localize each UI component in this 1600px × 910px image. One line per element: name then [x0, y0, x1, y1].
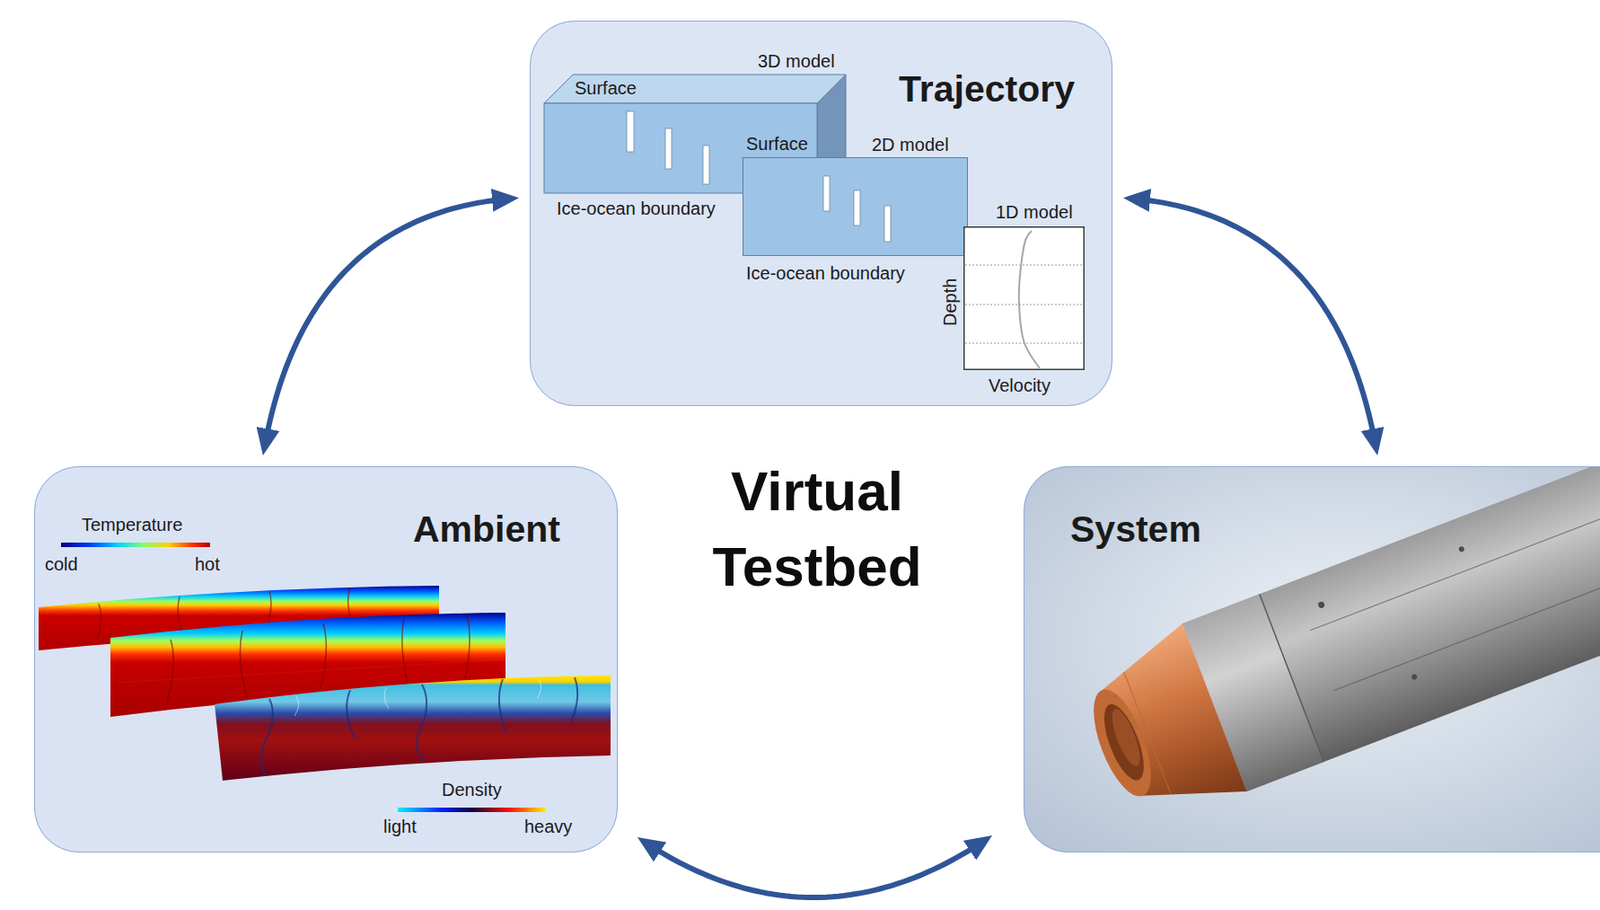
text-slot: 2D model [871, 134, 950, 156]
text-slot: Ambient [413, 508, 561, 551]
profile-plot: 1D modelDepthVelocity [963, 226, 1085, 370]
text-slot: Depth [926, 291, 975, 313]
axis-label: Depth [940, 278, 961, 326]
model-label: 1D model [995, 202, 1073, 223]
text-slot: cold [44, 553, 79, 575]
text-slot: light [383, 816, 417, 837]
text-slot: heavy [524, 816, 572, 837]
double-arrow [1136, 199, 1375, 443]
colour-bar-title: Temperature [81, 514, 183, 536]
face-label: Surface [746, 133, 809, 155]
diagram-title: Virtual Testbed [682, 453, 952, 605]
panel-title: Trajectory [898, 68, 1075, 111]
panel-ground [34, 465, 618, 853]
panel-ground [529, 20, 1113, 406]
text-slot: Surface [746, 133, 809, 155]
simulation-strip [214, 675, 611, 781]
text-slot: Density [441, 779, 502, 800]
profile-plot-outline [963, 226, 1085, 370]
model-box-outline [742, 157, 968, 256]
face-label: Surface [574, 78, 637, 99]
probe-illustration [1070, 465, 1600, 835]
text-slot: Temperature [81, 514, 183, 536]
boundary-label: Ice-ocean boundary [556, 198, 716, 220]
model-label: 2D model [871, 134, 950, 156]
panel-box: Trajectory 3D modelSurfaceIce-ocean bound… [529, 20, 1113, 406]
model-label: 3D model [757, 51, 836, 72]
model-box: Surface2D modelIce-ocean boundary [742, 157, 968, 256]
panel-box: System [1023, 465, 1600, 853]
text-slot: 1D model [995, 202, 1073, 223]
text-slot: Virtual Testbed [682, 453, 952, 605]
colour-bar [61, 542, 211, 547]
text-slot: Ice-ocean boundary [746, 263, 906, 284]
boundary-label: Ice-ocean boundary [746, 263, 906, 284]
text-slot: Ice-ocean boundary [556, 198, 716, 220]
scale-end: heavy [524, 816, 572, 837]
axis-label: Velocity [988, 375, 1051, 396]
text-slot: Trajectory [898, 68, 1075, 111]
panel-title: System [1070, 508, 1202, 551]
text-slot: Surface [574, 78, 637, 99]
scale-end: cold [44, 553, 79, 575]
text-slot: hot [194, 553, 220, 575]
text-slot: System [1070, 508, 1202, 551]
scale-end: hot [194, 553, 220, 575]
scale-end: light [383, 816, 417, 837]
panel-title: Ambient [413, 508, 561, 551]
double-arrow [649, 842, 982, 897]
double-arrow [265, 199, 506, 443]
colour-bar-title: Density [441, 779, 502, 800]
colour-bar [397, 807, 546, 812]
text-slot: Velocity [988, 375, 1051, 396]
text-slot: 3D model [757, 51, 836, 72]
